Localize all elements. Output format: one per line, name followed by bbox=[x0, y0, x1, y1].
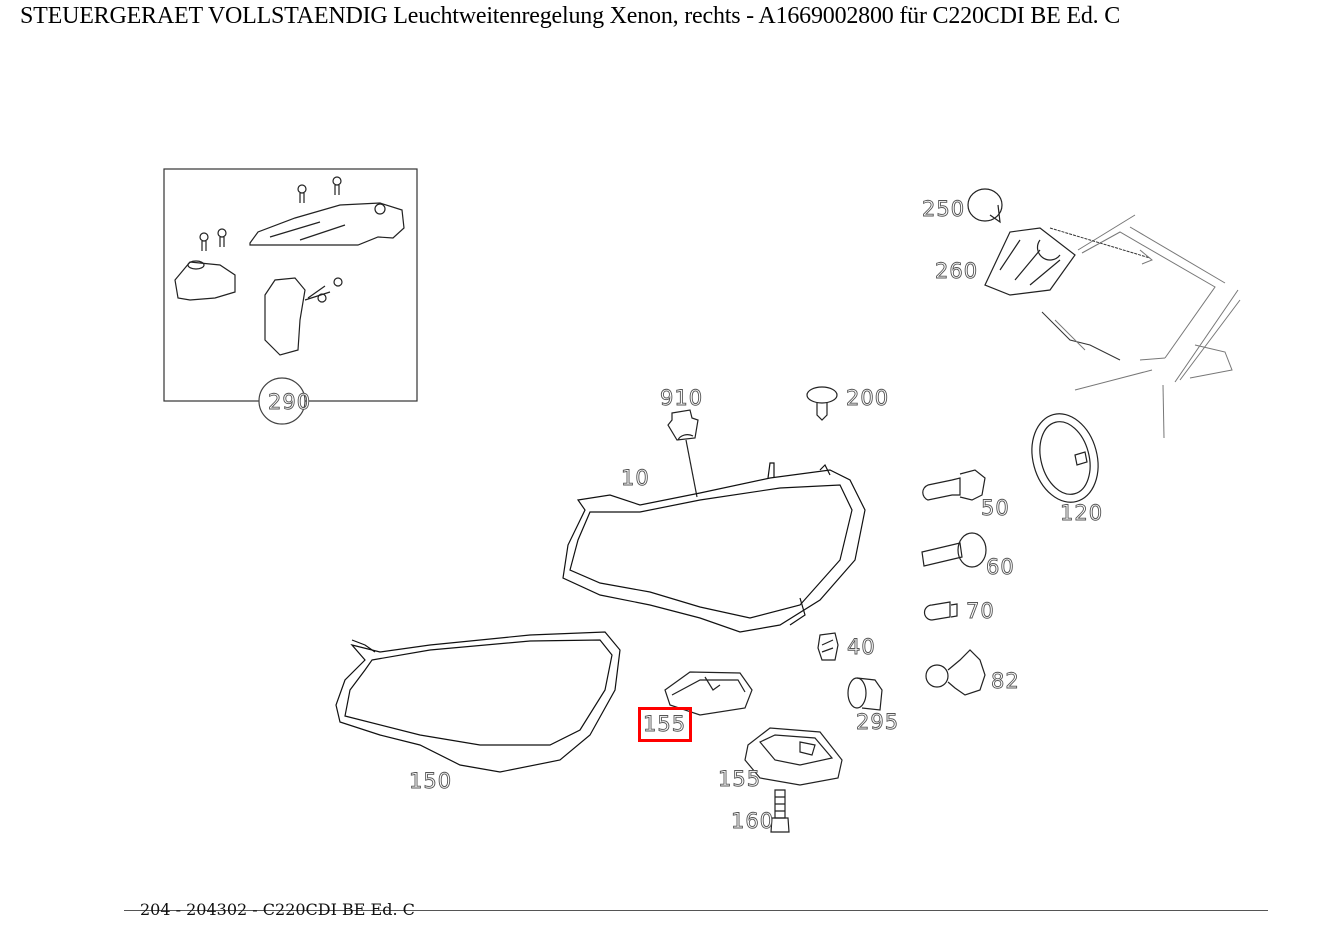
callout-60[interactable]: 60 bbox=[986, 555, 1015, 580]
part-250-sensor[interactable] bbox=[967, 188, 1003, 224]
leader-line-910 bbox=[685, 439, 698, 498]
part-150-frame[interactable] bbox=[335, 631, 621, 773]
callout-910[interactable]: 910 bbox=[660, 386, 703, 411]
vehicle-location-illustration bbox=[1041, 214, 1241, 439]
callout-160[interactable]: 160 bbox=[731, 809, 774, 834]
callout-295[interactable]: 295 bbox=[856, 710, 899, 735]
callout-260[interactable]: 260 bbox=[935, 259, 978, 284]
part-260-cover[interactable] bbox=[984, 227, 1076, 296]
footer-divider bbox=[124, 910, 1268, 911]
part-82-bulb-socket[interactable] bbox=[925, 649, 986, 696]
footer-model-info: 204 - 204302 - C220CDI BE Ed. C bbox=[140, 900, 415, 919]
callout-10[interactable]: 10 bbox=[621, 466, 650, 491]
inset-box-290[interactable] bbox=[163, 168, 418, 425]
page-title: STEUERGERAET VOLLSTAENDIG Leuchtweitenre… bbox=[20, 3, 1121, 29]
callout-155[interactable]: 155 bbox=[718, 767, 761, 792]
callout-150[interactable]: 150 bbox=[409, 769, 452, 794]
part-50-bulb[interactable] bbox=[922, 469, 986, 501]
part-120-cap-ring[interactable] bbox=[1022, 406, 1107, 509]
callout-82[interactable]: 82 bbox=[991, 669, 1020, 694]
part-295-connector[interactable] bbox=[847, 677, 883, 711]
callout-290[interactable]: 290 bbox=[268, 390, 311, 415]
callout-120[interactable]: 120 bbox=[1060, 501, 1103, 526]
part-70-small-bulb[interactable] bbox=[923, 601, 958, 621]
callout-250[interactable]: 250 bbox=[922, 197, 965, 222]
callout-200[interactable]: 200 bbox=[846, 386, 889, 411]
part-910-label-tag[interactable] bbox=[667, 409, 699, 441]
part-200-screw[interactable] bbox=[806, 386, 838, 421]
part-155-control-unit-upper[interactable] bbox=[664, 671, 753, 716]
part-10-headlamp[interactable] bbox=[562, 462, 866, 633]
part-60-xenon-bulb[interactable] bbox=[921, 532, 987, 568]
callout-50[interactable]: 50 bbox=[981, 496, 1010, 521]
callout-70[interactable]: 70 bbox=[966, 599, 995, 624]
part-40-clip[interactable] bbox=[817, 632, 839, 661]
callout-40[interactable]: 40 bbox=[847, 635, 876, 660]
callout-155-highlighted[interactable]: 155 bbox=[643, 712, 686, 737]
part-160-screw[interactable] bbox=[770, 789, 790, 833]
part-155-control-unit-lower[interactable] bbox=[744, 727, 843, 786]
